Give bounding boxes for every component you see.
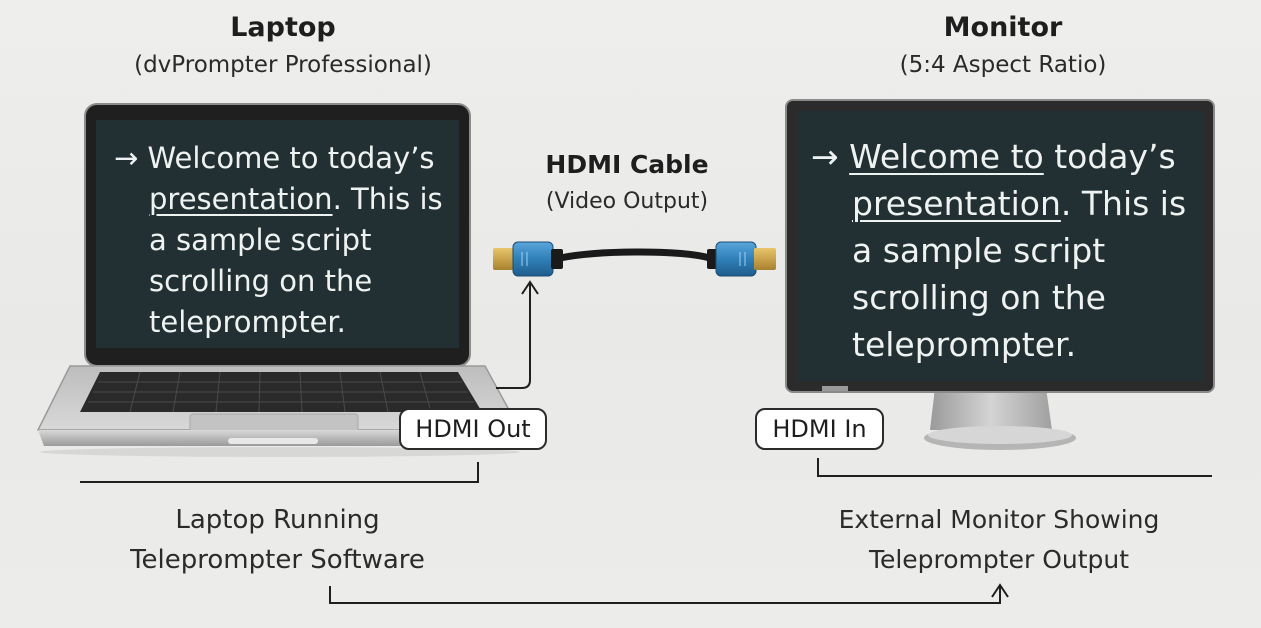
cable-subtitle: (Video Output) [545, 189, 709, 214]
hdmi-in-label: HDMI In [755, 408, 884, 450]
laptop-caption: Laptop Running Teleprompter Software [130, 505, 425, 575]
monitor-caption: External Monitor Showing Teleprompter Ou… [838, 505, 1160, 574]
hdmi-cable-illustration [493, 241, 776, 277]
monitor-subtitle: (5:4 Aspect Ratio) [899, 52, 1107, 78]
laptop-illustration [36, 103, 522, 457]
screen-line: scrolling on the [852, 278, 1106, 317]
arrow-icon: → [811, 137, 839, 176]
screen-line: a sample script [852, 231, 1106, 270]
screen-line: a sample script [149, 223, 372, 257]
monitor-screen-text: → Welcome to today’s presentation. This … [811, 133, 1186, 368]
laptop-screen-text: → Welcome to today’s presentation. This … [114, 138, 443, 343]
monitor-title: Monitor [943, 12, 1063, 43]
cable-title: HDMI Cable [545, 150, 709, 179]
hdmi-out-arrow [496, 280, 539, 389]
screen-line: → Welcome to today’s [811, 137, 1176, 176]
monitor-illustration [785, 99, 1215, 450]
screen-line: teleprompter. [149, 305, 346, 339]
laptop-subtitle: (dvPrompter Professional) [134, 52, 432, 78]
screen-line: → Welcome to today’s [114, 141, 435, 175]
bracket-lines [80, 458, 1212, 604]
screen-line: presentation. This is [149, 182, 443, 216]
arrow-icon: → [114, 141, 139, 175]
hdmi-out-label: HDMI Out [399, 408, 547, 450]
screen-line: teleprompter. [852, 325, 1077, 364]
screen-line: scrolling on the [149, 264, 373, 298]
laptop-title: Laptop [230, 12, 336, 43]
screen-line: presentation. This is [852, 184, 1187, 223]
